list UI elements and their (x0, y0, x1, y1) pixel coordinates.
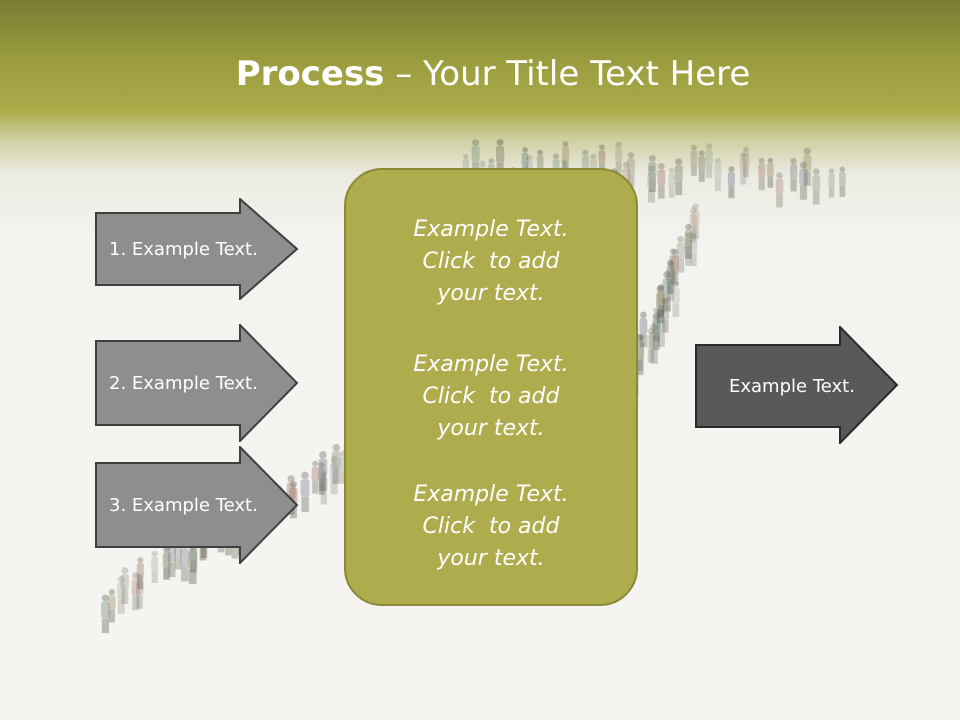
center-paragraph-2-line-1: Example Text. (413, 352, 569, 377)
arrow-shape (695, 326, 899, 444)
center-paragraph-3-line-3: your text. (437, 546, 545, 571)
center-paragraph-2-line-3: your text. (437, 416, 545, 441)
input-arrow-3[interactable]: 3. Example Text. (95, 446, 299, 564)
arrow-shape (95, 446, 299, 564)
process-center-box[interactable]: Example Text. Click to add your text. Ex… (344, 168, 638, 606)
center-paragraph-1: Example Text. Click to add your text. (346, 214, 636, 310)
title-bold-part: Process (235, 54, 385, 94)
input-arrow-1[interactable]: 1. Example Text. (95, 198, 299, 300)
center-paragraph-3-line-1: Example Text. (413, 482, 569, 507)
input-arrow-1-label: 1. Example Text. (109, 238, 258, 260)
input-arrow-2-label: 2. Example Text. (109, 372, 258, 394)
center-paragraph-2: Example Text. Click to add your text. (346, 349, 636, 445)
output-arrow[interactable]: Example Text. (695, 326, 899, 444)
arrow-shape (95, 324, 299, 442)
center-paragraph-1-line-2: Click to add (422, 249, 560, 274)
center-paragraph-3-line-2: Click to add (422, 514, 560, 539)
center-paragraph-2-line-2: Click to add (422, 384, 560, 409)
output-arrow-label: Example Text. (729, 375, 855, 397)
center-paragraph-3: Example Text. Click to add your text. (346, 479, 636, 575)
center-paragraph-1-line-3: your text. (437, 281, 545, 306)
slide-title[interactable]: Process – Your Title Text Here (0, 52, 960, 96)
title-rest-part: – Your Title Text Here (384, 54, 751, 94)
input-arrow-2[interactable]: 2. Example Text. (95, 324, 299, 442)
arrow-shape (95, 198, 299, 300)
center-paragraph-1-line-1: Example Text. (413, 217, 569, 242)
input-arrow-3-label: 3. Example Text. (109, 494, 258, 516)
